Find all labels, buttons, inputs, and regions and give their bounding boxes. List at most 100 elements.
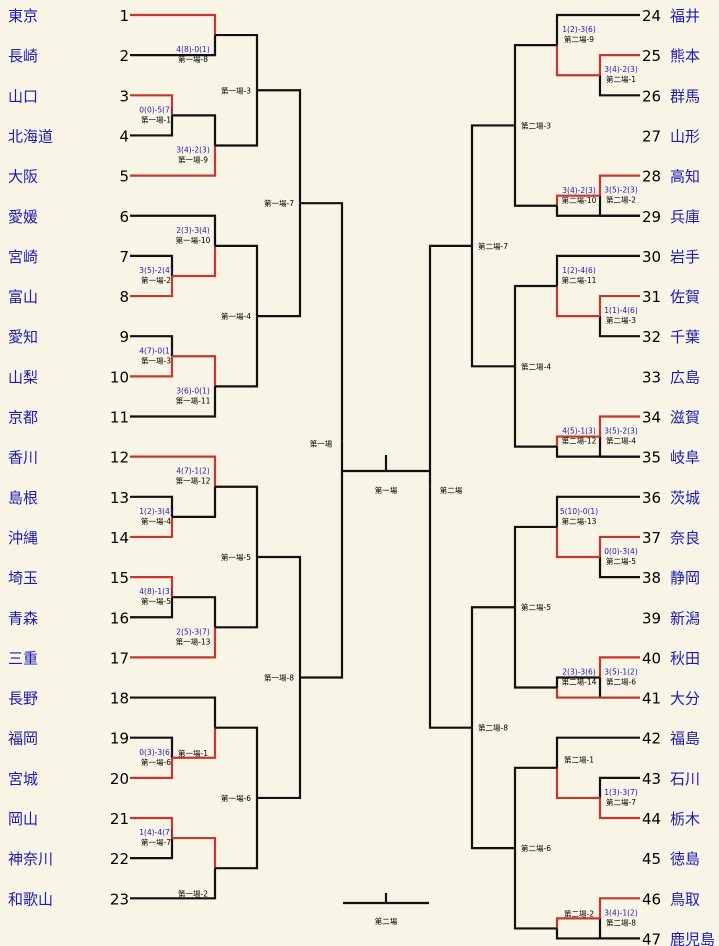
bracket-line [130, 736, 174, 758]
team-name: 神奈川 [8, 850, 53, 868]
team-name: 三重 [8, 649, 38, 667]
match-venue: 第一場-13 [176, 636, 211, 646]
bracket-line [130, 254, 174, 276]
bracket-line [130, 597, 174, 619]
match-score: 1(3)-3(7) [604, 788, 638, 797]
bracket-line [470, 124, 515, 246]
match-venue: 第一場-1 [141, 114, 171, 124]
match-venue: 第一場-9 [178, 155, 208, 165]
bracket-line [513, 284, 557, 367]
bracket-line [555, 917, 600, 929]
team-name: 和歌山 [8, 890, 53, 908]
match-venue: 第二場-14 [562, 677, 597, 687]
team-name: 山口 [8, 87, 38, 105]
bracket-line [555, 13, 640, 46]
match-venue: 第二場-12 [562, 436, 597, 446]
match-venue: 第二場-11 [562, 275, 597, 285]
bracket-line [215, 244, 259, 317]
bracket-line [300, 440, 344, 679]
team-seed: 26 [642, 87, 661, 105]
round-label: 第二場 [440, 485, 463, 495]
bracket-line [513, 44, 557, 126]
bracket-line [257, 555, 302, 678]
match-score: 4(5)-1(3) [562, 427, 596, 436]
bracket-line [598, 656, 640, 678]
bracket-line [555, 205, 640, 217]
team-seed: 3 [119, 87, 129, 105]
bracket-line [598, 776, 640, 798]
match-venue: 第一場-6 [141, 757, 171, 767]
bracket-line [130, 386, 217, 418]
team-name: 愛知 [8, 328, 38, 346]
team-name: 栃木 [670, 810, 700, 828]
bracket-line [513, 125, 557, 207]
team-name: 埼玉 [8, 569, 38, 587]
round-label: 第一場-7 [264, 198, 294, 208]
team-seed: 8 [119, 288, 129, 306]
bracket-line [215, 485, 259, 558]
bracket-line [470, 245, 515, 368]
team-name: 大分 [670, 690, 700, 708]
bracket-line [130, 35, 217, 57]
bracket-line [257, 203, 302, 318]
match-score: 3(4)-2(3) [562, 186, 596, 195]
team-name: 富山 [8, 288, 38, 306]
bracket-line [257, 677, 302, 800]
team-seed: 42 [642, 730, 661, 748]
match-venue: 第一場-12 [176, 476, 211, 486]
team-seed: 41 [642, 690, 661, 708]
match-score: 2(3)-3(6) [562, 668, 596, 677]
match-venue: 第二場-13 [562, 516, 597, 526]
match-venue: 第二場-1 [606, 74, 636, 84]
bracket-line [428, 486, 472, 729]
match-score: 4(8)-0(1) [176, 45, 210, 54]
bracket-line [598, 54, 640, 76]
team-name: 東京 [8, 7, 38, 25]
match-venue: 第二場-6 [606, 676, 636, 686]
bracket-line [513, 525, 557, 608]
bracket-line [130, 696, 217, 728]
team-seed: 17 [110, 649, 129, 667]
round-label: 第二場-6 [521, 843, 551, 853]
round-label: 第一場-1 [178, 748, 208, 758]
match-score: 5(10)-0(1) [560, 507, 598, 516]
bracket-line [555, 286, 600, 318]
team-name: 兵庫 [670, 208, 700, 226]
team-name: 茨城 [670, 489, 700, 507]
team-name: 福島 [670, 730, 700, 748]
bracket-line [428, 244, 472, 487]
bracket-line [130, 816, 174, 839]
bracket-line [130, 627, 217, 659]
bracket-line [513, 848, 557, 930]
team-seed: 40 [642, 649, 661, 667]
team-name: 広島 [670, 368, 700, 386]
team-name: 香川 [8, 449, 38, 467]
round-label: 第一場 [375, 485, 398, 495]
bracket-line [598, 415, 640, 437]
team-seed: 27 [642, 127, 661, 145]
team-seed: 33 [642, 368, 661, 386]
team-name: 秋田 [670, 649, 700, 667]
bracket-line [130, 868, 217, 900]
bracket-line [598, 75, 640, 97]
match-score: 1(2)-4(6) [562, 266, 596, 275]
round-label: 第二場-7 [478, 241, 508, 251]
round-label: 第二場-3 [521, 120, 551, 130]
bracket-line [555, 736, 640, 768]
team-name: 新潟 [670, 609, 700, 627]
match-score: 3(5)-2(3) [604, 427, 638, 436]
team-name: 大阪 [8, 168, 38, 186]
bracket-line [598, 535, 640, 558]
team-seed: 46 [642, 890, 661, 908]
team-name: 群馬 [670, 87, 700, 105]
round-label: 第一場-6 [221, 793, 251, 803]
team-seed: 25 [642, 47, 661, 65]
team-seed: 4 [119, 127, 129, 145]
bracket-line [555, 526, 600, 559]
team-name: 佐賀 [670, 288, 700, 306]
bracket-line [130, 455, 217, 487]
team-name: 長野 [8, 690, 38, 708]
match-venue: 第一場-4 [141, 516, 171, 526]
bracket-line [513, 366, 557, 448]
team-name: 徳島 [670, 850, 700, 868]
